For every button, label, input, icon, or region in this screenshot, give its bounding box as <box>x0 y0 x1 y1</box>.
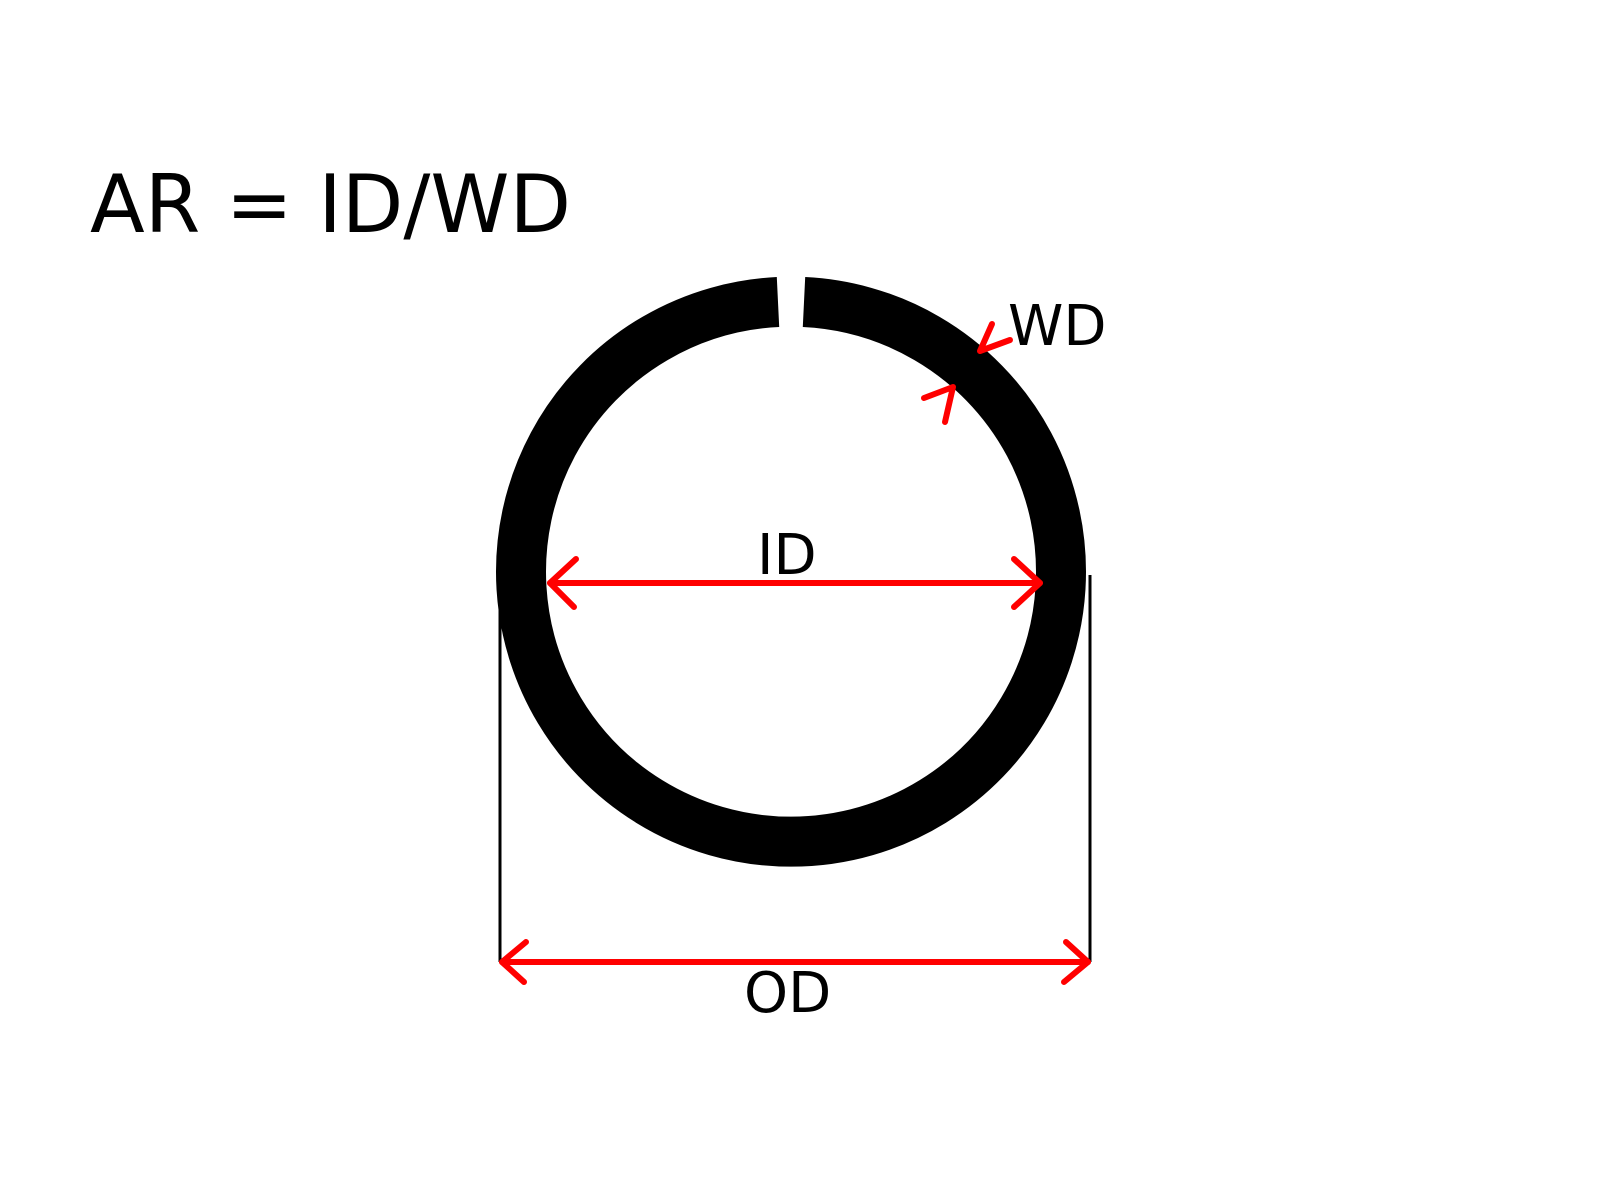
od-label: OD <box>744 961 831 1026</box>
wd-label: WD <box>1008 294 1107 359</box>
wd-dimension-arrows <box>921 321 1013 425</box>
id-label: ID <box>757 523 817 588</box>
id-dimension-arrow <box>547 556 1043 610</box>
od-dimension-arrow <box>499 939 1091 985</box>
aspect-ratio-formula: AR = ID/WD <box>90 158 571 251</box>
split-ring <box>496 277 1086 867</box>
